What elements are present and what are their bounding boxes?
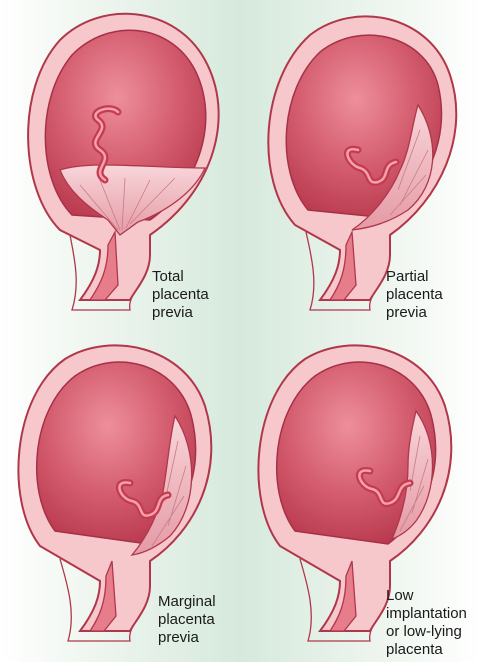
panel-marginal-previa: Marginal placenta previa	[0, 331, 240, 662]
uterus-illustration	[240, 0, 480, 331]
panel-total-previa: Total placenta previa	[0, 0, 240, 331]
caption-partial-placenta-previa: Partial placenta previa	[386, 268, 443, 322]
panel-low-lying-placenta: Low implantation or low-lying placenta	[240, 331, 480, 662]
caption-low-lying-placenta: Low implantation or low-lying placenta	[386, 587, 467, 659]
caption-total-placenta-previa: Total placenta previa	[152, 268, 209, 322]
caption-marginal-placenta-previa: Marginal placenta previa	[158, 593, 216, 647]
panel-partial-previa: Partial placenta previa	[240, 0, 480, 331]
